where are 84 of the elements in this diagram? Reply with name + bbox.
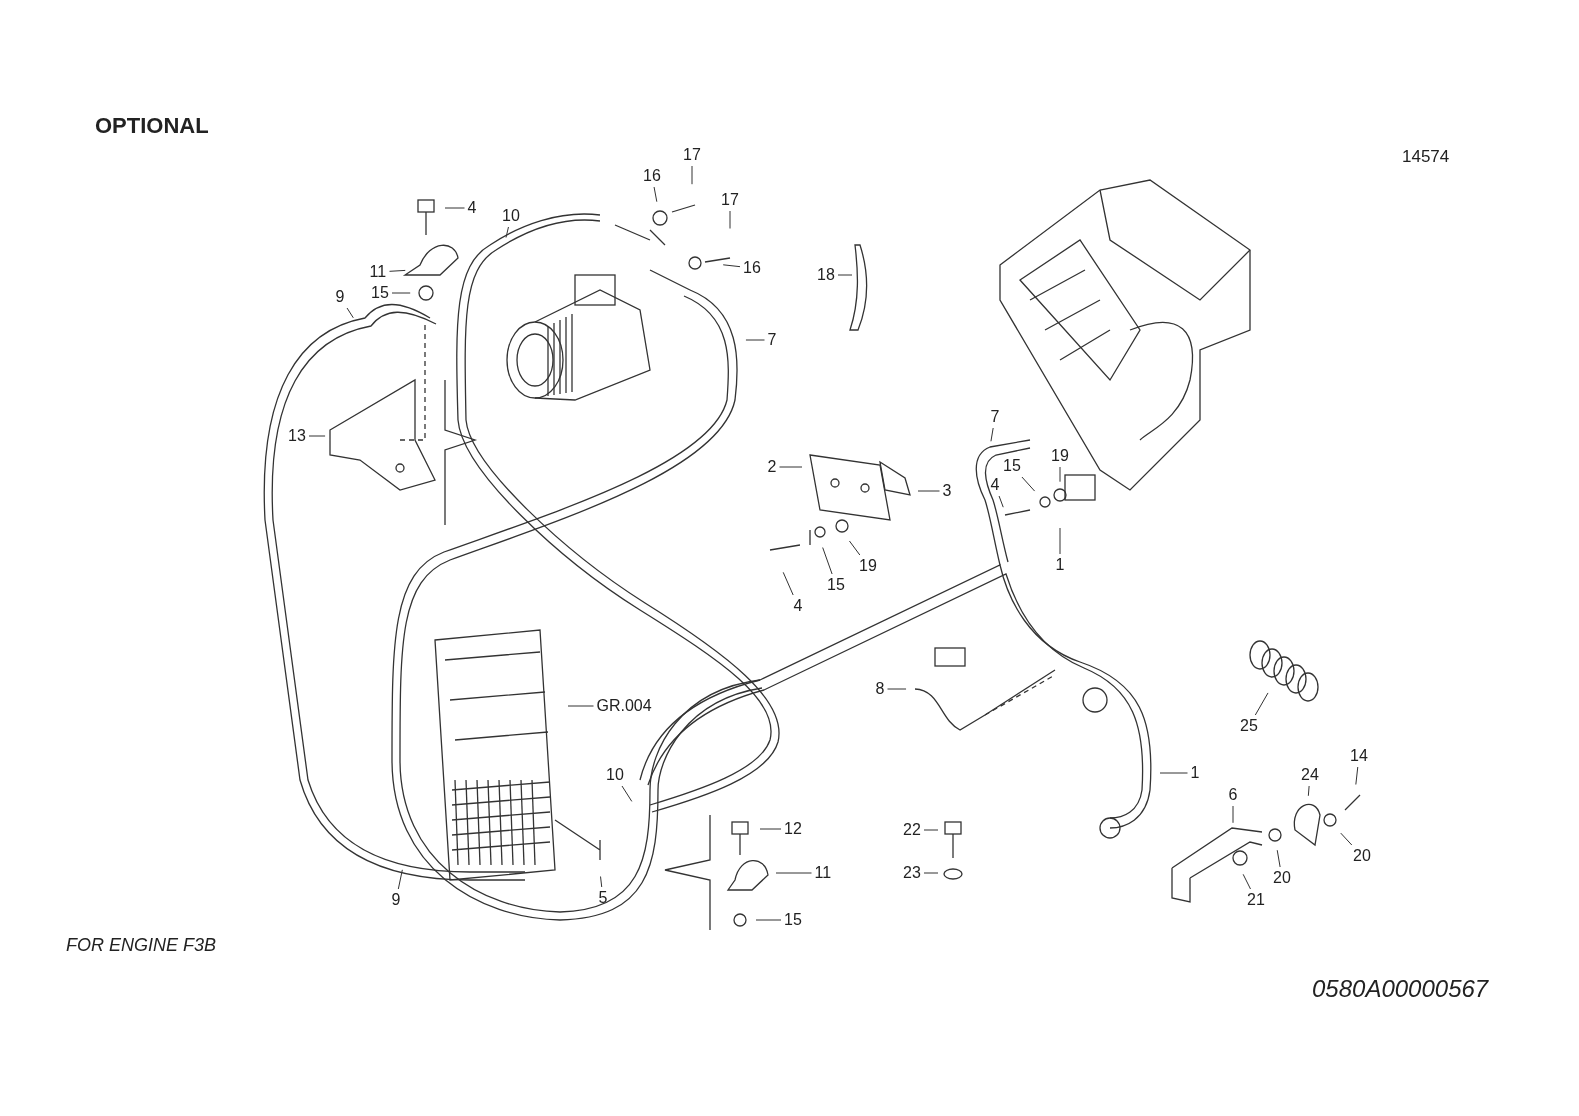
callout-number: GR.004	[596, 698, 652, 714]
leader-line	[1159, 772, 1188, 774]
leader-line	[600, 876, 603, 888]
callout-number: 23	[903, 865, 921, 881]
callout-number: 10	[502, 208, 520, 224]
leader-line	[1059, 466, 1061, 483]
callout-number: 13	[288, 428, 306, 444]
leader-line	[1059, 527, 1061, 555]
leader-line	[1307, 785, 1310, 797]
callout-number: 4	[467, 200, 477, 216]
callout-number: 14	[1350, 748, 1368, 764]
callout-number: 9	[391, 892, 401, 908]
leader-line	[722, 264, 741, 268]
callout-number: 18	[817, 267, 835, 283]
leader-line	[653, 186, 658, 203]
leader-line	[1232, 805, 1234, 824]
callout-number: 15	[827, 577, 845, 593]
leader-line	[759, 828, 782, 830]
leader-line	[779, 466, 803, 468]
leader-line	[729, 210, 731, 229]
leader-line	[917, 490, 940, 492]
leader-line	[990, 427, 994, 442]
leader-line	[887, 688, 907, 690]
callout-number: 17	[721, 192, 739, 208]
callout-number: 15	[371, 285, 389, 301]
callout-number: 20	[1273, 870, 1291, 886]
callout-number: 25	[1240, 718, 1258, 734]
drawing-number: 14574	[1402, 148, 1450, 165]
leader-line	[621, 785, 633, 802]
callout-number: 11	[369, 264, 387, 280]
callout-number: 19	[1051, 448, 1069, 464]
callout-number: 7	[767, 332, 777, 348]
callout-number: 1	[1190, 765, 1200, 781]
part-number: 0580A00000567	[1312, 977, 1489, 1001]
leader-line	[691, 165, 693, 185]
leader-line	[1254, 692, 1269, 716]
heading: OPTIONAL	[95, 115, 209, 137]
leader-line	[775, 872, 812, 874]
leader-line	[848, 540, 861, 556]
callout-number: 8	[875, 681, 885, 697]
callout-number: 24	[1301, 767, 1319, 783]
leader-line	[567, 705, 594, 707]
leader-line	[923, 872, 939, 874]
leader-line	[1021, 476, 1036, 492]
callout-number: 3	[942, 483, 952, 499]
callout-number: 1	[1055, 557, 1065, 573]
leader-line	[1355, 766, 1359, 785]
callout-number: 6	[1228, 787, 1238, 803]
leader-line	[837, 274, 853, 276]
callout-number: 12	[784, 821, 802, 837]
leader-line	[822, 547, 833, 575]
callout-number: 7	[990, 409, 1000, 425]
callout-number: 4	[793, 598, 803, 614]
leader-line	[1340, 832, 1353, 846]
callout-number: 21	[1247, 892, 1265, 908]
callout-number: 16	[643, 168, 661, 184]
callout-number: 19	[859, 558, 877, 574]
engine-note: FOR ENGINE F3B	[66, 936, 217, 954]
callout-number: 15	[1003, 458, 1021, 474]
callout-number: 4	[990, 477, 1000, 493]
callout-number: 16	[743, 260, 761, 276]
leader-line	[505, 226, 509, 238]
leader-line	[782, 571, 794, 596]
leader-line	[444, 207, 465, 209]
callout-number: 9	[335, 289, 345, 305]
leader-line	[391, 292, 411, 294]
callout-number: 11	[814, 865, 832, 881]
callout-number: 15	[784, 912, 802, 928]
leader-line	[755, 919, 782, 921]
leader-line	[745, 339, 765, 341]
callout-number: 2	[767, 459, 777, 475]
leader-line	[1276, 849, 1281, 868]
leader-line	[923, 829, 939, 831]
leader-line	[389, 269, 406, 272]
leader-line	[346, 307, 354, 319]
callout-number: 5	[598, 890, 608, 906]
callout-number: 17	[683, 147, 701, 163]
leader-line	[397, 869, 403, 890]
leader-line	[998, 495, 1004, 508]
leader-line	[308, 435, 326, 437]
callout-number: 20	[1353, 848, 1371, 864]
leader-line	[1242, 873, 1251, 890]
callout-number: 22	[903, 822, 921, 838]
callout-number: 10	[606, 767, 624, 783]
